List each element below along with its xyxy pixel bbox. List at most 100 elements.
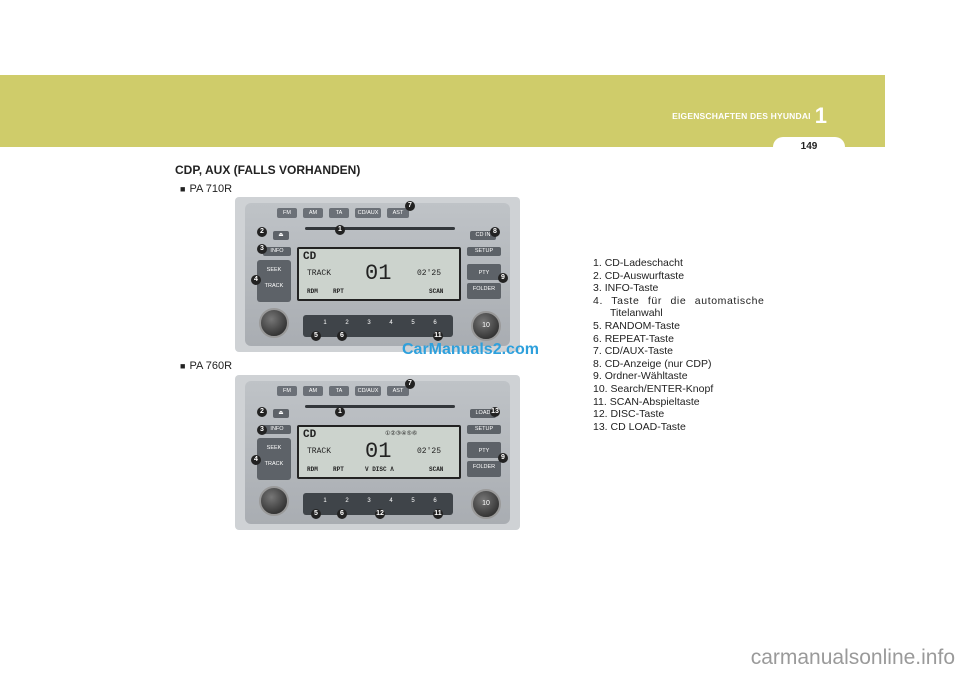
cd-slot bbox=[305, 405, 455, 408]
preset-4: 4 bbox=[389, 498, 393, 504]
callout-8: 8 bbox=[490, 227, 500, 237]
radio-face: FM AM TA CD/AUX AST ⏏ CD IN INFO SEEK TR… bbox=[245, 203, 510, 346]
model-label-760: ■PA 760R bbox=[180, 360, 232, 372]
volume-knob bbox=[259, 486, 289, 516]
pty-button: PTY bbox=[467, 264, 501, 280]
seek-label: SEEK bbox=[266, 445, 282, 451]
chapter-title: EIGENSCHAFTEN DES HYUNDAI bbox=[672, 111, 811, 121]
setup-button: SETUP bbox=[467, 425, 501, 434]
callout-4: 4 bbox=[251, 455, 261, 465]
callout-6: 6 bbox=[337, 331, 347, 341]
lcd-display: CD TRACK 01 02'25 RDM RPT SCAN bbox=[297, 247, 461, 301]
legend-item: 2. CD-Auswurftaste bbox=[593, 269, 685, 282]
legend-item: 10. Search/ENTER-Knopf bbox=[593, 382, 714, 395]
fm-button: FM bbox=[277, 386, 297, 396]
legend-item-continuation: Titelanwahl bbox=[610, 307, 663, 320]
lcd-track-number: 01 bbox=[365, 439, 392, 464]
lcd-time: 02'25 bbox=[417, 269, 442, 278]
lcd-disc: V DISC Λ bbox=[365, 466, 394, 473]
cd-slot bbox=[305, 227, 455, 230]
header-band bbox=[0, 75, 885, 147]
ta-button: TA bbox=[329, 208, 349, 218]
lcd-rdm: RDM bbox=[307, 466, 318, 473]
preset-5: 5 bbox=[411, 498, 415, 504]
callout-12: 12 bbox=[375, 509, 385, 519]
seek-track-rocker: SEEK TRACK bbox=[257, 260, 291, 302]
track-label: TRACK bbox=[264, 461, 284, 467]
legend-item: 5. RANDOM-Taste bbox=[593, 319, 680, 332]
parts-legend: 1. CD-Ladeschacht 2. CD-Auswurftaste 3. … bbox=[593, 257, 764, 433]
callout-9: 9 bbox=[498, 453, 508, 463]
page-tab bbox=[773, 137, 845, 157]
watermark-text: CarManuals2.com bbox=[402, 341, 539, 358]
bullet-square-icon: ■ bbox=[180, 184, 186, 194]
lcd-track-number: 01 bbox=[365, 261, 392, 286]
legend-item: 3. INFO-Taste bbox=[593, 282, 659, 295]
lcd-scan: SCAN bbox=[429, 466, 444, 473]
seek-track-rocker: SEEK TRACK bbox=[257, 438, 291, 480]
folder-button: FOLDER bbox=[467, 461, 501, 477]
legend-item: 13. CD LOAD-Taste bbox=[593, 420, 686, 433]
legend-item: 1. CD-Ladeschacht bbox=[593, 257, 683, 269]
seek-label: SEEK bbox=[266, 267, 282, 273]
preset-4: 4 bbox=[389, 320, 393, 326]
preset-6: 6 bbox=[433, 320, 437, 326]
cd-aux-button: CD/AUX bbox=[355, 386, 381, 396]
lcd-display: CD ①②③④⑤⑥ TRACK 01 02'25 RDM RPT V DISC … bbox=[297, 425, 461, 479]
preset-1: 1 bbox=[323, 320, 327, 326]
cd-in-indicator: CD IN bbox=[470, 231, 496, 240]
callout-5: 5 bbox=[311, 509, 321, 519]
preset-buttons: 1 2 3 4 5 6 bbox=[303, 315, 453, 337]
legend-item: 12. DISC-Taste bbox=[593, 408, 665, 421]
legend-item: 9. Ordner-Wähltaste bbox=[593, 370, 688, 383]
search-enter-knob: 10 bbox=[471, 311, 501, 341]
volume-knob bbox=[259, 308, 289, 338]
fm-button: FM bbox=[277, 208, 297, 218]
section-title: CDP, AUX (FALLS VORHANDEN) bbox=[175, 163, 361, 177]
callout-3: 3 bbox=[257, 244, 267, 254]
lcd-rdm: RDM bbox=[307, 288, 318, 295]
legend-item: 6. REPEAT-Taste bbox=[593, 332, 674, 345]
radio-illustration-710: FM AM TA CD/AUX AST ⏏ CD IN INFO SEEK TR… bbox=[235, 197, 520, 352]
footer-watermark: carmanualsonline.info bbox=[750, 646, 955, 669]
lcd-disc-slots: ①②③④⑤⑥ bbox=[385, 430, 418, 437]
lcd-time: 02'25 bbox=[417, 447, 442, 456]
ta-button: TA bbox=[329, 386, 349, 396]
callout-2: 2 bbox=[257, 407, 267, 417]
info-button: INFO bbox=[263, 247, 291, 256]
legend-item: 4. Taste für die automatische bbox=[593, 294, 765, 307]
callout-1: 1 bbox=[335, 225, 345, 235]
cd-aux-button: CD/AUX bbox=[355, 208, 381, 218]
preset-3: 3 bbox=[367, 498, 371, 504]
ast-button: AST bbox=[387, 208, 409, 218]
lcd-rpt: RPT bbox=[333, 466, 344, 473]
model-name: PA 710R bbox=[189, 183, 233, 195]
callout-13: 13 bbox=[490, 407, 500, 417]
lcd-track-label: TRACK bbox=[307, 269, 332, 278]
eject-icon: ⏏ bbox=[273, 409, 289, 418]
eject-icon: ⏏ bbox=[273, 231, 289, 240]
callout-4: 4 bbox=[251, 275, 261, 285]
legend-item: 8. CD-Anzeige (nur CDP) bbox=[593, 357, 712, 370]
track-label: TRACK bbox=[264, 283, 284, 289]
lcd-mode: CD bbox=[303, 251, 317, 263]
preset-2: 2 bbox=[345, 320, 349, 326]
callout-9: 9 bbox=[498, 273, 508, 283]
folder-button: FOLDER bbox=[467, 283, 501, 299]
load-button: LOAD bbox=[470, 409, 496, 418]
callout-11: 11 bbox=[433, 331, 443, 341]
model-name: PA 760R bbox=[189, 360, 233, 372]
ast-button: AST bbox=[387, 386, 409, 396]
model-label-710: ■PA 710R bbox=[180, 183, 232, 195]
legend-item: 11. SCAN-Abspieltaste bbox=[593, 395, 700, 408]
preset-5: 5 bbox=[411, 320, 415, 326]
search-enter-knob: 10 bbox=[471, 489, 501, 519]
callout-3: 3 bbox=[257, 425, 267, 435]
lcd-track-label: TRACK bbox=[307, 447, 332, 456]
radio-face: FM AM TA CD/AUX AST ⏏ LOAD INFO SEEK TRA… bbox=[245, 381, 510, 524]
preset-2: 2 bbox=[345, 498, 349, 504]
radio-illustration-760: FM AM TA CD/AUX AST ⏏ LOAD INFO SEEK TRA… bbox=[235, 375, 520, 530]
callout-7: 7 bbox=[405, 201, 415, 211]
callout-2: 2 bbox=[257, 227, 267, 237]
callout-7: 7 bbox=[405, 379, 415, 389]
